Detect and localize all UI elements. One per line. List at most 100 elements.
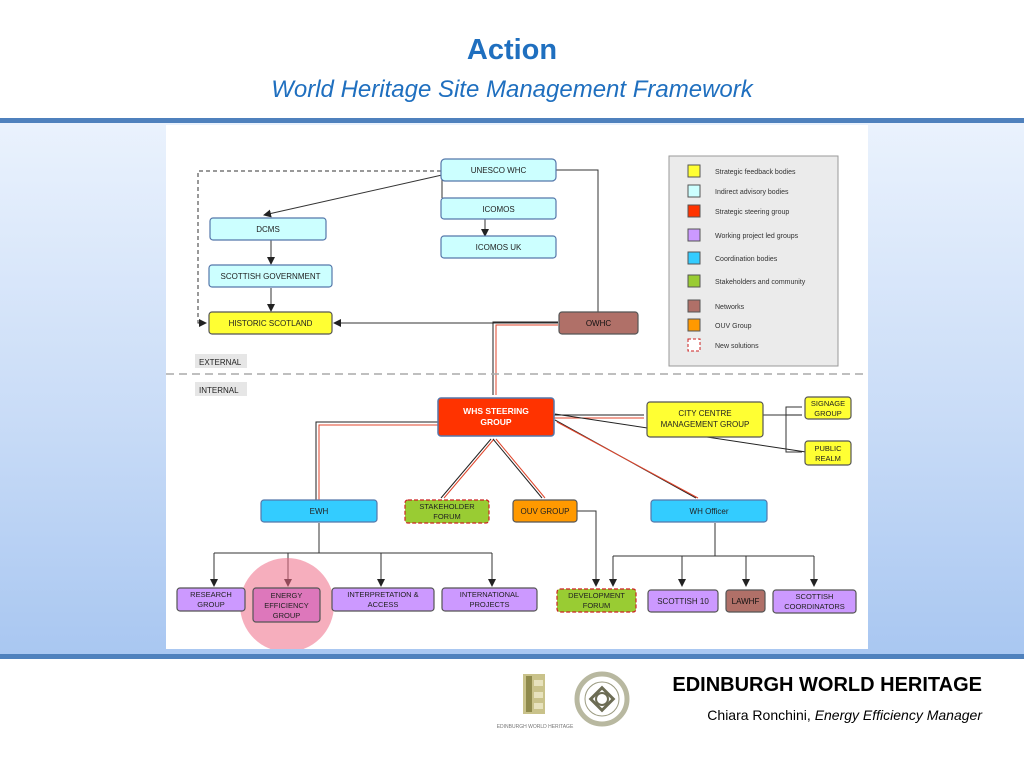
svg-text:DCMS: DCMS bbox=[256, 225, 280, 234]
node-lawhf: LAWHF bbox=[725, 589, 766, 613]
legend-label: Working project led groups bbox=[715, 233, 799, 240]
svg-text:REALM: REALM bbox=[815, 454, 841, 463]
svg-text:HISTORIC SCOTLAND: HISTORIC SCOTLAND bbox=[229, 319, 313, 328]
node-scottish-10: SCOTTISH 10 bbox=[647, 589, 719, 613]
svg-text:MANAGEMENT GROUP: MANAGEMENT GROUP bbox=[661, 420, 750, 429]
svg-text:EXTERNAL: EXTERNAL bbox=[199, 358, 242, 367]
slide-header: Action World Heritage Site Management Fr… bbox=[0, 0, 1024, 118]
legend-item: Stakeholders and community bbox=[687, 274, 806, 288]
legend-item: New solutions bbox=[687, 338, 759, 352]
node-signage-group: SIGNAGE GROUP bbox=[804, 396, 852, 420]
legend-swatch bbox=[687, 299, 701, 313]
legend-swatch bbox=[687, 164, 701, 178]
svg-text:RESEARCH: RESEARCH bbox=[190, 590, 232, 599]
legend-swatch bbox=[687, 204, 701, 218]
presenter-name: Chiara Ronchini, bbox=[707, 707, 811, 723]
svg-text:EDINBURGH WORLD HERITAGE: EDINBURGH WORLD HERITAGE bbox=[497, 724, 574, 730]
svg-text:GROUP: GROUP bbox=[480, 417, 512, 427]
svg-text:LAWHF: LAWHF bbox=[732, 597, 760, 606]
legend-item: Strategic feedback bodies bbox=[687, 164, 796, 178]
svg-text:SCOTTISH: SCOTTISH bbox=[796, 592, 834, 601]
svg-text:GROUP: GROUP bbox=[197, 600, 225, 609]
legend-label: Strategic steering group bbox=[715, 209, 789, 216]
legend-item: Networks bbox=[687, 299, 745, 313]
legend-swatch bbox=[687, 318, 701, 332]
bottom-divider-bar bbox=[0, 654, 1024, 659]
node-unesco-whc: UNESCO WHC bbox=[440, 158, 557, 182]
svg-text:SCOTTISH GOVERNMENT: SCOTTISH GOVERNMENT bbox=[220, 272, 320, 281]
node-wh-officer: WH Officer bbox=[650, 499, 768, 523]
top-divider-bar bbox=[0, 118, 1024, 123]
node-icomos: ICOMOS bbox=[440, 197, 557, 220]
legend-swatch bbox=[687, 274, 701, 288]
legend-label: Stakeholders and community bbox=[715, 279, 806, 286]
legend-label: Indirect advisory bodies bbox=[715, 189, 789, 196]
legend-item: Working project led groups bbox=[687, 228, 799, 242]
organisation-name: EDINBURGH WORLD HERITAGE bbox=[672, 674, 982, 696]
node-historic-scotland: HISTORIC SCOTLAND bbox=[208, 311, 333, 335]
legend-label: OUV Group bbox=[715, 323, 752, 330]
node-scottish-coordinators: SCOTTISH COORDINATORS bbox=[772, 589, 857, 614]
node-stakeholder-forum: STAKEHOLDER FORUM bbox=[404, 499, 490, 524]
legend-swatch bbox=[687, 338, 701, 352]
svg-text:INTERNATIONAL: INTERNATIONAL bbox=[460, 590, 519, 599]
node-ewh: EWH bbox=[260, 499, 378, 523]
node-public-realm: PUBLIC REALM bbox=[804, 440, 852, 466]
svg-text:COORDINATORS: COORDINATORS bbox=[784, 602, 845, 611]
svg-text:FORUM: FORUM bbox=[433, 512, 461, 521]
svg-text:OUV GROUP: OUV GROUP bbox=[521, 507, 570, 516]
node-energy-efficiency-group: ENERGY EFFICIENCY GROUP bbox=[252, 587, 321, 623]
svg-text:GROUP: GROUP bbox=[814, 409, 842, 418]
steering-connectors bbox=[315, 321, 807, 507]
legend-item: Strategic steering group bbox=[687, 204, 789, 218]
presenter-credit: Chiara Ronchini, Energy Efficiency Manag… bbox=[707, 707, 982, 723]
legend-label: Strategic feedback bodies bbox=[715, 169, 796, 176]
legend-item: Coordination bodies bbox=[687, 251, 778, 265]
node-research-group: RESEARCH GROUP bbox=[176, 587, 246, 612]
svg-text:WHS STEERING: WHS STEERING bbox=[463, 406, 529, 416]
node-scottish-government: SCOTTISH GOVERNMENT bbox=[208, 264, 333, 288]
legend-label: Networks bbox=[715, 304, 745, 311]
svg-text:GROUP: GROUP bbox=[273, 611, 301, 620]
node-dcms: DCMS bbox=[209, 217, 327, 241]
slide-subtitle: World Heritage Site Management Framework bbox=[271, 76, 753, 103]
svg-text:WH Officer: WH Officer bbox=[690, 507, 729, 516]
edinburgh-world-heritage-logo: EDINBURGH WORLD HERITAGE bbox=[496, 670, 574, 732]
svg-text:PUBLIC: PUBLIC bbox=[814, 444, 842, 453]
svg-text:UNESCO WHC: UNESCO WHC bbox=[471, 166, 527, 175]
slide-title: Action bbox=[466, 34, 558, 66]
legend-swatch bbox=[687, 184, 701, 198]
node-owhc: OWHC bbox=[558, 311, 639, 335]
node-whs-steering-group: WHS STEERING GROUP bbox=[437, 397, 555, 437]
svg-text:CITY CENTRE: CITY CENTRE bbox=[678, 409, 731, 418]
svg-text:SIGNAGE: SIGNAGE bbox=[811, 399, 845, 408]
node-development-forum: DEVELOPMENT FORUM bbox=[556, 588, 637, 613]
legend-item: Indirect advisory bodies bbox=[687, 184, 789, 198]
legend-swatch bbox=[687, 228, 701, 242]
internal-label: INTERNAL bbox=[195, 382, 247, 396]
svg-text:STAKEHOLDER: STAKEHOLDER bbox=[419, 502, 475, 511]
svg-text:OWHC: OWHC bbox=[586, 319, 612, 328]
svg-text:PROJECTS: PROJECTS bbox=[469, 600, 509, 609]
connector-lines bbox=[197, 169, 599, 327]
svg-text:ICOMOS: ICOMOS bbox=[482, 205, 514, 214]
svg-text:INTERNAL: INTERNAL bbox=[199, 386, 239, 395]
svg-text:ICOMOS UK: ICOMOS UK bbox=[476, 243, 522, 252]
external-label: EXTERNAL bbox=[195, 354, 247, 368]
svg-text:EFFICIENCY: EFFICIENCY bbox=[264, 601, 309, 610]
svg-text:SCOTTISH 10: SCOTTISH 10 bbox=[657, 597, 709, 606]
node-international-projects: INTERNATIONAL PROJECTS bbox=[441, 587, 538, 612]
svg-text:INTERPRETATION &: INTERPRETATION & bbox=[347, 590, 418, 599]
world-heritage-emblem bbox=[574, 668, 630, 730]
management-framework-diagram: EXTERNAL INTERNAL UNESCO WHC ICOMOS ICOM… bbox=[166, 125, 868, 649]
svg-text:ENERGY: ENERGY bbox=[271, 591, 303, 600]
svg-text:EWH: EWH bbox=[310, 507, 329, 516]
node-icomos-uk: ICOMOS UK bbox=[440, 235, 557, 259]
presenter-role: Energy Efficiency Manager bbox=[814, 707, 982, 723]
legend-item: OUV Group bbox=[687, 318, 752, 332]
node-interpretation-access: INTERPRETATION & ACCESS bbox=[331, 587, 435, 612]
node-city-centre-management-group: CITY CENTRE MANAGEMENT GROUP bbox=[646, 401, 764, 438]
svg-text:FORUM: FORUM bbox=[583, 601, 611, 610]
node-ouv-group: OUV GROUP bbox=[512, 499, 578, 523]
